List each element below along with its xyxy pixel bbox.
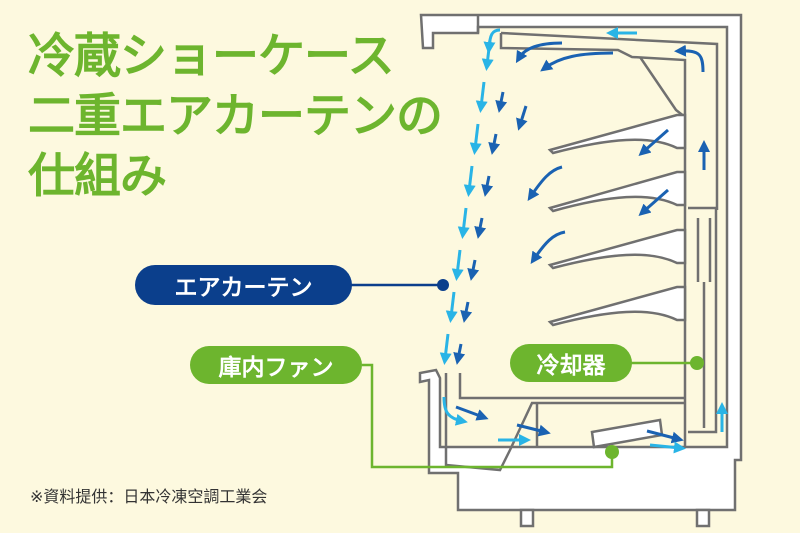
source-footnote: ※資料提供：日本冷凍空調工業会 (30, 487, 268, 506)
airflow-arrow-icon (638, 188, 669, 216)
airflow-arrow-icon (453, 343, 466, 365)
airflow-arrow-icon (530, 230, 566, 264)
airflow-arrow-icon (445, 291, 458, 323)
airflow-arrow-icon (516, 423, 551, 437)
airflow-arrow-icon (516, 105, 528, 131)
cooler-pointer (690, 356, 704, 370)
airflow-arrow-icon (527, 165, 563, 201)
airflow-arrow-icon (463, 165, 476, 197)
airflow-arrow-icon (439, 333, 452, 365)
cooler-label: 冷却器 (510, 344, 632, 382)
airflow-arrow-icon (515, 41, 563, 64)
airflow-arrow-icon (495, 91, 508, 113)
airflow-arrow-icon (674, 44, 705, 73)
title-line-1: 冷蔵ショーケース (28, 29, 395, 84)
shelves (547, 113, 687, 327)
airflow-arrow-icon (457, 207, 470, 239)
airflow-arrow-icon (442, 396, 468, 426)
airflow-arrow-icon (475, 81, 488, 113)
airflow-arrow-icon (483, 28, 501, 54)
fan-label: 庫内ファン (190, 346, 362, 384)
air-curtain-label: エアカーテン (135, 265, 352, 305)
cabinet-outline (418, 13, 743, 528)
title-line-2: 二重エアカーテンの (28, 89, 443, 144)
airflow-arrow-icon (467, 259, 480, 281)
airflow-arrows (439, 27, 728, 454)
airflow-arrow-icon (455, 405, 489, 421)
airflow-arrow-icon (488, 133, 501, 155)
airflow-arrow-icon (481, 175, 494, 197)
airflow-arrow-icon (451, 249, 464, 281)
air-curtain-pointer (437, 279, 449, 291)
airflow-arrow-icon (460, 301, 473, 323)
airflow-arrow-icon (638, 128, 669, 156)
title-line-3: 仕組み (28, 149, 167, 204)
airflow-arrow-icon (469, 123, 482, 155)
airflow-arrow-icon (540, 51, 614, 72)
fan-pointer (605, 445, 619, 459)
airflow-arrow-icon (474, 217, 487, 239)
leader-lines (350, 279, 704, 469)
airflow-arrow-icon (649, 441, 686, 454)
airflow-arrow-icon (646, 429, 684, 444)
